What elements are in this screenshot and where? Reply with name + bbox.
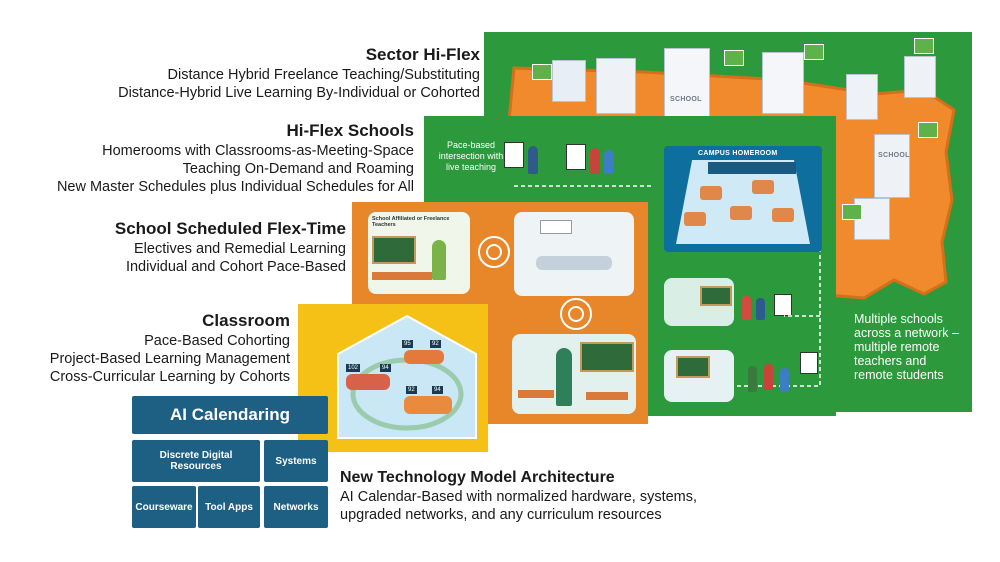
tool-apps-block: Tool Apps: [198, 486, 260, 528]
sector-hiflex-line: Distance-Hybrid Live Learning By-Individ…: [118, 85, 480, 101]
campus-homeroom-room: [676, 160, 810, 244]
ai-calendaring-block: AI Calendaring: [132, 396, 328, 434]
school-building: [846, 74, 878, 120]
student-figure: [590, 148, 600, 174]
meeting-badge-icon: [804, 44, 824, 60]
networks-block: Networks: [264, 486, 328, 528]
meeting-room-card: [514, 212, 634, 296]
meeting-badge-icon: [918, 122, 938, 138]
sector-hiflex-text: Sector Hi-Flex Distance Hybrid Freelance…: [0, 44, 480, 102]
chalkboard: [372, 236, 416, 264]
classroom-line: Cross-Curricular Learning by Cohorts: [49, 369, 290, 385]
teacher-figure: [432, 240, 446, 280]
cohort-badge: 92: [430, 340, 441, 348]
student-desk: [730, 206, 752, 220]
student-desk: [684, 212, 706, 226]
cohort-badge-label: 95: [404, 341, 411, 347]
tech-architecture-title: New Technology Model Architecture: [340, 469, 615, 486]
student-figure: [764, 364, 773, 390]
hiflex-schools-text: Hi-Flex Schools Homerooms with Classroom…: [0, 120, 414, 196]
card-label: School Affiliated or Freelance Teachers: [372, 216, 450, 228]
student-figure: [742, 296, 751, 320]
student-cluster: [404, 350, 444, 364]
classroom-line: Pace-Based Cohorting: [144, 333, 290, 349]
cohort-badge: 94: [432, 386, 443, 394]
student-figure: [528, 146, 538, 174]
student-cluster: [346, 374, 390, 390]
hiflex-schools-line: New Master Schedules plus Individual Sch…: [56, 179, 414, 195]
hiflex-schools-title: Hi-Flex Schools: [286, 121, 414, 140]
student-figure: [748, 366, 757, 392]
cohort-badge-label: 92: [408, 387, 415, 393]
tech-architecture-text: New Technology Model Architecture AI Cal…: [340, 468, 760, 524]
checklist-icon: [800, 352, 818, 374]
flextime-text: School Scheduled Flex-Time Electives and…: [0, 218, 346, 276]
cohort-badge: 92: [406, 386, 417, 394]
checklist-icon: [504, 142, 524, 168]
screen: [708, 162, 796, 174]
student-figure: [780, 368, 789, 392]
flextime-line: Individual and Cohort Pace-Based: [125, 259, 346, 275]
student-figure: [756, 298, 765, 320]
student-desk: [752, 180, 774, 194]
school-label: SCHOOL: [878, 152, 910, 159]
intersection-note: Pace-based intersection with live teachi…: [438, 140, 504, 172]
discrete-digital-resources-block: Discrete Digital Resources: [132, 440, 260, 482]
desk-row: [518, 390, 554, 398]
school-building: [664, 48, 710, 122]
chalkboard: [700, 286, 732, 306]
chalkboard: [580, 342, 634, 372]
chalkboard: [676, 356, 710, 378]
school-building: [904, 56, 936, 98]
cohort-badge: 102: [346, 364, 361, 372]
school-building: [596, 58, 636, 114]
meeting-badge-icon: [724, 50, 744, 66]
desk-row: [372, 272, 432, 280]
systems-block: Systems: [264, 440, 328, 482]
classroom-title: Classroom: [202, 311, 290, 330]
campus-homeroom-title: CAMPUS HOMEROOM: [698, 150, 778, 157]
clock-icon: [568, 306, 584, 322]
tech-architecture-line: AI Calendar-Based with normalized hardwa…: [340, 489, 698, 505]
sector-hiflex-line: Distance Hybrid Freelance Teaching/Subst…: [167, 67, 480, 83]
tech-architecture-line: upgraded networks, and any curriculum re…: [340, 507, 662, 523]
school-building: [552, 60, 586, 102]
classroom-text: Classroom Pace-Based Cohorting Project-B…: [0, 310, 290, 386]
flow-lines: [514, 185, 821, 387]
checklist-icon: [566, 144, 586, 170]
rotation-icon: [560, 298, 592, 330]
rotation-icon: [478, 236, 510, 268]
sector-hiflex-title: Sector Hi-Flex: [365, 45, 480, 64]
desk-row: [586, 392, 628, 400]
cohort-badge-label: 94: [382, 365, 389, 371]
school-building: [874, 134, 910, 198]
cohort-badge-label: 92: [432, 341, 439, 347]
cohort-badge: 95: [402, 340, 413, 348]
meeting-badge-icon: [914, 38, 934, 54]
clock-icon: [486, 244, 502, 260]
meeting-badge-icon: [532, 64, 552, 80]
classroom-line: Project-Based Learning Management: [49, 351, 290, 367]
cohort-badge-label: 94: [434, 387, 441, 393]
student-desk: [772, 208, 794, 222]
school-building: [762, 52, 804, 114]
hiflex-schools-line: Teaching On-Demand and Roaming: [182, 161, 414, 177]
flextime-line: Electives and Remedial Learning: [134, 241, 346, 257]
meeting-badge-icon: [842, 204, 862, 220]
student-figure: [604, 150, 614, 174]
student-desk: [700, 186, 722, 200]
teacher-figure: [556, 348, 572, 406]
meeting-table: [536, 256, 612, 270]
student-cluster: [404, 396, 452, 414]
whiteboard: [540, 220, 572, 234]
school-label: SCHOOL: [670, 96, 702, 103]
checklist-icon: [774, 294, 792, 316]
hiflex-schools-line: Homerooms with Classrooms-as-Meeting-Spa…: [102, 143, 414, 159]
flextime-title: School Scheduled Flex-Time: [114, 219, 346, 238]
cohort-badge: 94: [380, 364, 391, 372]
courseware-block: Courseware: [132, 486, 196, 528]
network-note: Multiple schools across a network – mult…: [854, 312, 959, 382]
cohort-badge-label: 102: [348, 365, 359, 371]
